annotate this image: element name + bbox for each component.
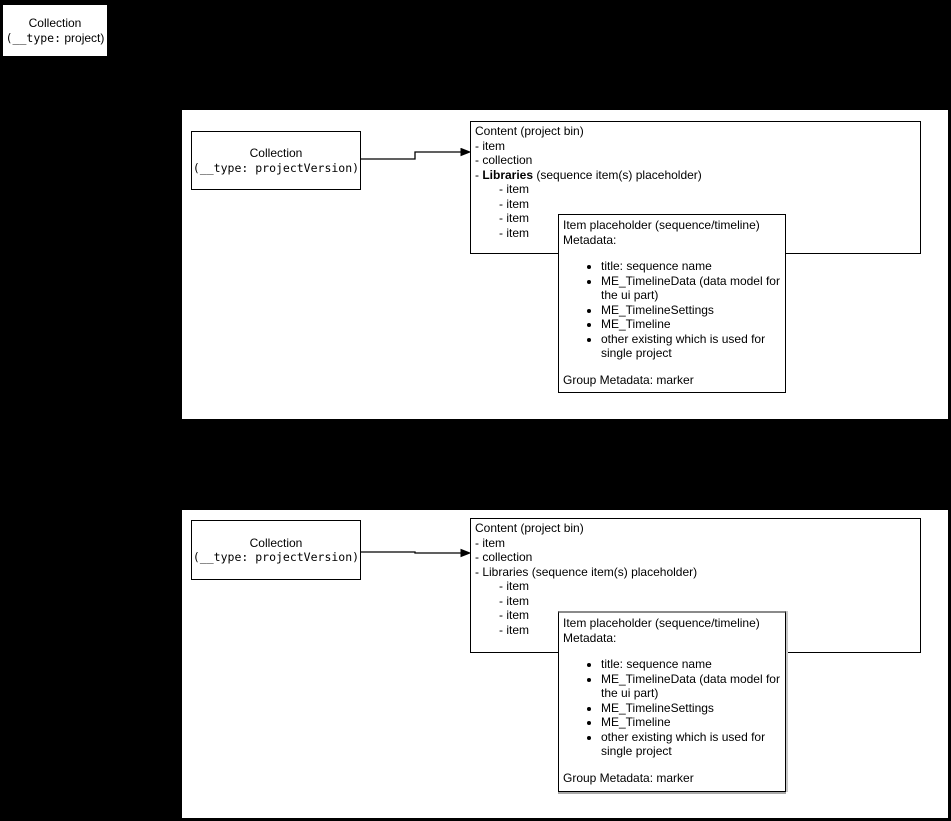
content-sub-item: - item — [499, 182, 529, 196]
content-sub-item: - item — [499, 593, 529, 608]
node-title: Collection — [249, 146, 303, 160]
content-libraries-line: - Libraries (sequence item(s) placeholde… — [475, 565, 916, 580]
placeholder-bullet-list: title: sequence nameME_TimelineData (dat… — [563, 259, 781, 361]
libraries-prefix: - — [475, 167, 483, 182]
placeholder-bullet: title: sequence name — [601, 259, 781, 274]
placeholder-title: Item placeholder (sequence/timeline) — [563, 218, 760, 232]
content-sub-item: - item — [499, 622, 529, 637]
node-collection-project[interactable]: Collection (__type: project) — [2, 4, 108, 57]
content-line: - item — [475, 138, 505, 153]
content-line: - collection — [475, 550, 533, 564]
content-sub-item: - item — [499, 579, 529, 593]
node-collection-project-version-2[interactable]: Collection (__type: projectVersion) — [191, 520, 361, 580]
content-sub-item: - item — [499, 211, 529, 225]
project-version-panel-1: Collection (__type: projectVersion) Cont… — [182, 110, 948, 419]
content-libraries-line: - Libraries (sequence item(s) placeholde… — [475, 168, 916, 183]
placeholder-bullet: ME_TimelineData (data model for the ui p… — [601, 274, 781, 303]
connector-arrow[interactable] — [361, 548, 471, 564]
placeholder-bullet: ME_TimelineSettings — [601, 303, 781, 318]
placeholder-bullet: ME_Timeline — [601, 317, 781, 332]
placeholder-footer: Group Metadata: marker — [563, 372, 694, 387]
placeholder-bullet-list: title: sequence nameME_TimelineData (dat… — [563, 657, 781, 759]
content-line: - collection — [475, 153, 533, 167]
placeholder-bullet: ME_Timeline — [601, 715, 781, 730]
placeholder-bullet: title: sequence name — [601, 657, 781, 672]
placeholder-bullet: other existing which is used for single … — [601, 730, 781, 759]
libraries-prefix: - — [475, 564, 483, 579]
node-subtitle: (__type: project) — [6, 31, 105, 46]
placeholder-footer: Group Metadata: marker — [563, 770, 694, 785]
libraries-name: Libraries — [482, 564, 529, 579]
content-line: - item — [475, 535, 505, 550]
node-subtitle: (__type: projectVersion) — [192, 550, 360, 564]
placeholder-bullet: other existing which is used for single … — [601, 332, 781, 361]
content-title: Content (project bin) — [475, 521, 584, 535]
node-subtitle: (__type: projectVersion) — [192, 160, 360, 175]
node-title: Collection — [28, 16, 82, 30]
placeholder-metadata-label: Metadata: — [563, 232, 617, 247]
content-sub-item: - item — [499, 225, 529, 240]
node-collection-project-version-1[interactable]: Collection (__type: projectVersion) — [191, 131, 361, 190]
content-sub-item: - item — [499, 196, 529, 211]
content-sub-items: - item- item- item- item — [475, 579, 916, 637]
placeholder-bullet: ME_TimelineSettings — [601, 701, 781, 716]
node-item-placeholder-1[interactable]: Item placeholder (sequence/timeline) Met… — [558, 214, 786, 393]
node-item-placeholder-2[interactable]: Item placeholder (sequence/timeline) Met… — [558, 611, 786, 792]
type-value: project) — [61, 30, 105, 45]
project-version-panel-2: Collection (__type: projectVersion) Cont… — [182, 510, 948, 818]
connector-arrow[interactable] — [361, 148, 471, 164]
placeholder-title: Item placeholder (sequence/timeline) — [563, 616, 760, 630]
content-sub-item: - item — [499, 608, 529, 622]
placeholder-metadata-label: Metadata: — [563, 630, 617, 645]
type-key-mono: (__type: — [5, 30, 62, 45]
node-title: Collection — [249, 535, 303, 550]
content-sub-items: - item- item- item- item — [475, 182, 916, 240]
libraries-suffix: (sequence item(s) placeholder) — [528, 564, 698, 579]
placeholder-bullet: ME_TimelineData (data model for the ui p… — [601, 672, 781, 701]
libraries-suffix: (sequence item(s) placeholder) — [533, 167, 702, 182]
libraries-name: Libraries — [482, 167, 534, 182]
content-title: Content (project bin) — [475, 124, 584, 138]
